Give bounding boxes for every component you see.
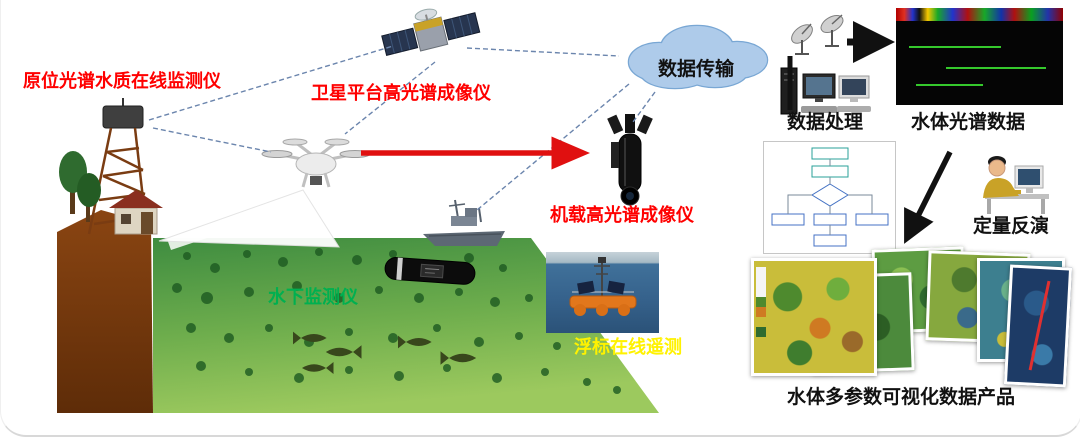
tree-icon [59,151,101,222]
data-cloud-icon: 数据传输 [611,16,781,100]
satellite-icon [381,8,481,56]
underwater-monitor-label: 水下监测仪 [268,287,358,307]
insitu-monitor-label: 原位光谱水质在线监测仪 [23,71,221,91]
analyst-at-computer-icon [983,156,1049,214]
tower-view-cone [129,133,213,250]
drone-view-cone [158,189,340,248]
drone-icon [261,138,371,188]
monitoring-tower-icon [59,98,163,235]
map-product-card [1003,264,1073,388]
map-legend-strip [756,267,766,337]
airborne-imager-icon [607,114,653,206]
river-line [1028,281,1051,371]
dish-antenna-icon [791,14,844,55]
quantitative-inversion-label: 定量反演 [973,216,1050,237]
data-processing-label: 数据处理 [787,112,864,133]
survey-ship-icon [423,199,505,246]
satellite-platform-label: 卫星平台高光谱成像仪 [311,83,491,103]
airborne-imager-label: 机载高光谱成像仪 [550,205,694,225]
computer-workstation-icon [780,67,871,115]
fish-icons [293,331,477,374]
algae-dots [172,248,621,394]
monitor-box-icon [102,105,144,129]
water-shape [153,238,659,413]
data-transmission-label: 数据传输 [657,59,734,80]
buoy-telemetry-label: 浮标在线遥测 [574,337,682,357]
spectral-green-texture [896,21,1063,105]
map-products-image [749,244,1073,392]
spectral-data-image [896,8,1063,105]
spectral-color-strip [896,8,1063,21]
land-shape [57,210,153,413]
drone-camera-icon [310,176,322,185]
data-products-label: 水体多参数可视化数据产品 [787,387,1016,408]
map-product-card [751,258,877,376]
underwater-instrument-icon [384,257,476,285]
house-icon [109,190,163,235]
processing-flowchart-image [763,141,896,254]
spectral-data-label: 水体光谱数据 [911,112,1026,133]
buoy-photo [546,252,659,333]
